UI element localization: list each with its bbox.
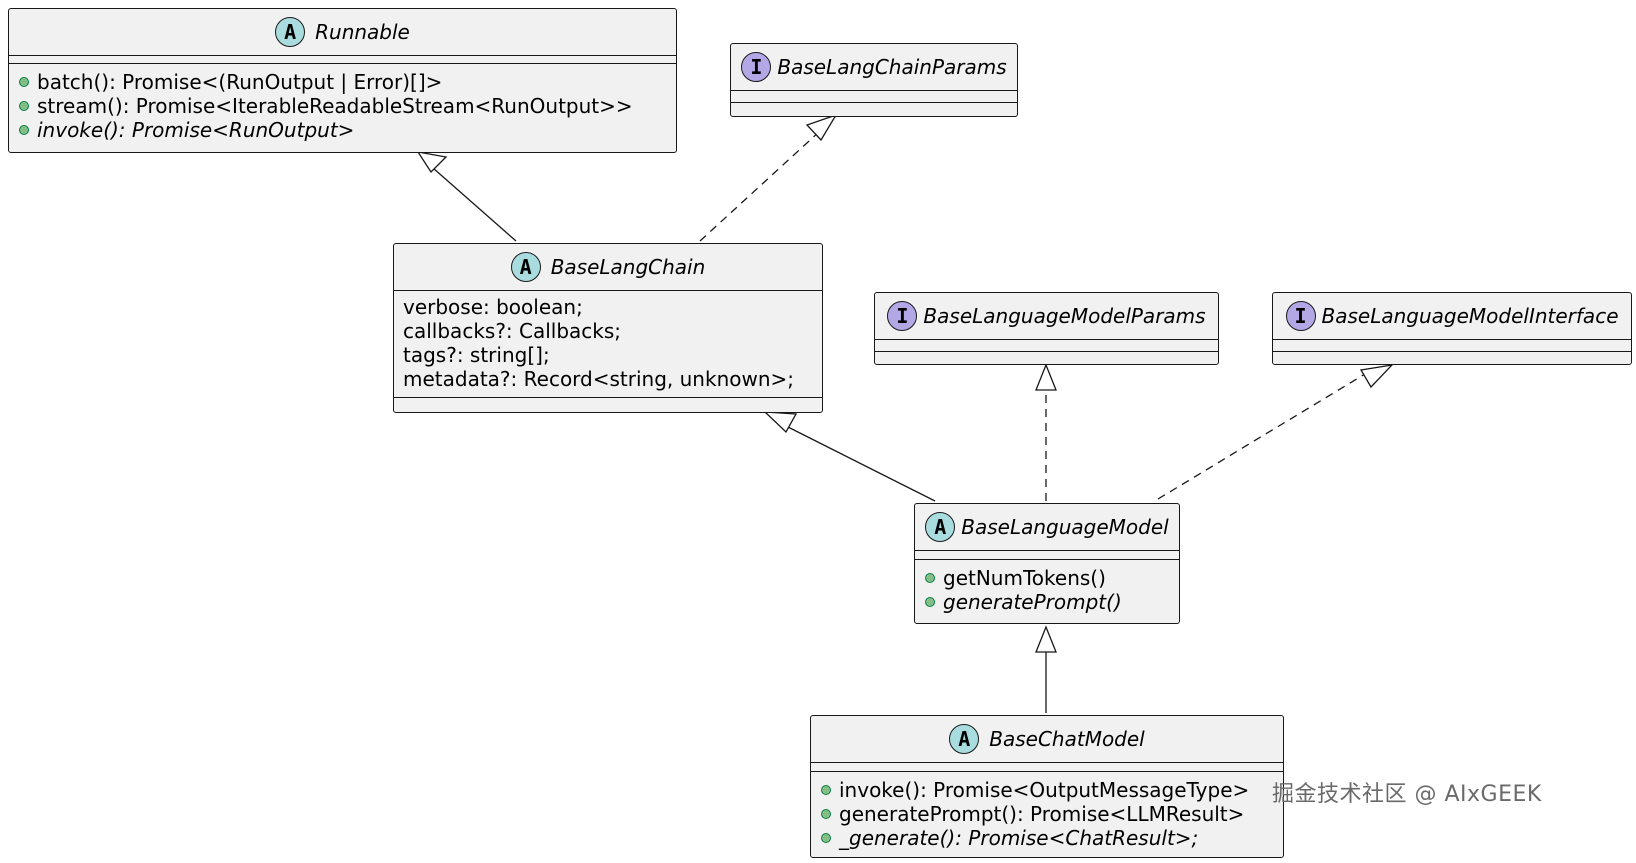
method-row: invoke(): Promise<OutputMessageType> <box>811 778 1283 802</box>
field-row: tags?: string[]; <box>403 343 550 367</box>
field-row: callbacks?: Callbacks; <box>403 319 622 343</box>
method-row: _generate(): Promise<ChatResult>; <box>811 826 1283 850</box>
abstract-class-icon: A <box>949 724 980 754</box>
interface-icon: I <box>741 52 772 82</box>
methods-section <box>875 352 1218 364</box>
edge-baselangchain-implements-params <box>699 130 821 242</box>
methods-section: getNumTokens() generatePrompt() <box>915 560 1179 614</box>
class-name: BaseLanguageModelParams <box>923 304 1206 328</box>
method-row: batch(): Promise<(RunOutput | Error)[]> <box>9 70 676 94</box>
edge-baselanguagemodel-extends-baselangchain <box>785 425 936 502</box>
class-header: A BaseLangChain <box>394 244 822 291</box>
class-baselanguagemodel: A BaseLanguageModel getNumTokens() gener… <box>914 503 1180 624</box>
class-header: A BaseLanguageModel <box>915 504 1179 551</box>
class-name: BaseLanguageModelInterface <box>1321 304 1619 328</box>
abstract-class-icon: A <box>275 17 306 47</box>
public-visibility-icon <box>19 125 29 135</box>
method-row: stream(): Promise<IterableReadableStream… <box>9 94 676 118</box>
class-name: Runnable <box>315 20 410 44</box>
methods-section: invoke(): Promise<OutputMessageType> gen… <box>811 772 1283 850</box>
interface-icon: I <box>887 301 918 331</box>
public-visibility-icon <box>821 809 831 819</box>
abstract-class-icon: A <box>510 252 541 282</box>
public-visibility-icon <box>925 597 935 607</box>
edge-baselanguagemodel-implements-interface <box>1157 373 1366 500</box>
interface-baselanguagemodelinterface: I BaseLanguageModelInterface <box>1272 292 1632 365</box>
class-header: A Runnable <box>9 9 676 56</box>
class-name: BaseLangChainParams <box>777 55 1007 79</box>
class-header: I BaseLangChainParams <box>731 44 1017 91</box>
field-row: metadata?: Record<string, unknown>; <box>403 367 795 391</box>
arrowhead-basechatmodel <box>1035 625 1057 653</box>
methods-section <box>731 103 1017 115</box>
arrowhead-baselangchainparams <box>805 113 838 142</box>
methods-section <box>1273 352 1631 364</box>
method-row: generatePrompt() <box>915 590 1179 614</box>
class-runnable: A Runnable batch(): Promise<(RunOutput |… <box>8 8 677 153</box>
public-visibility-icon <box>925 573 935 583</box>
fields-section <box>915 551 1179 560</box>
class-name: BaseLangChain <box>550 255 706 279</box>
methods-section: batch(): Promise<(RunOutput | Error)[]> … <box>9 64 676 142</box>
interface-baselanguagemodelparams: I BaseLanguageModelParams <box>874 292 1219 365</box>
class-baselangchain: A BaseLangChain verbose: boolean; callba… <box>393 243 823 413</box>
fields-section: verbose: boolean; callbacks?: Callbacks;… <box>394 291 822 398</box>
arrowhead-baselanguagemodelparams <box>1035 363 1057 391</box>
class-header: I BaseLanguageModelParams <box>875 293 1218 340</box>
method-row: getNumTokens() <box>915 566 1179 590</box>
fields-section <box>875 340 1218 352</box>
fields-section <box>731 91 1017 103</box>
edge-baselangchain-extends-runnable <box>432 167 517 242</box>
interface-icon: I <box>1285 301 1316 331</box>
class-basechatmodel: A BaseChatModel invoke(): Promise<Output… <box>810 715 1284 858</box>
method-row: invoke(): Promise<RunOutput> <box>9 118 676 142</box>
fields-section <box>9 56 676 64</box>
public-visibility-icon <box>19 101 29 111</box>
public-visibility-icon <box>821 833 831 843</box>
field-row: verbose: boolean; <box>403 295 583 319</box>
watermark: 掘金技术社区 @ AIxGEEK <box>1272 782 1542 807</box>
abstract-class-icon: A <box>925 512 956 542</box>
method-row: generatePrompt(): Promise<LLMResult> <box>811 802 1283 826</box>
arrowhead-baselangchain <box>763 411 798 434</box>
arrowhead-runnable <box>416 151 448 174</box>
class-header: A BaseChatModel <box>811 716 1283 763</box>
interface-baselangchainparams: I BaseLangChainParams <box>730 43 1018 117</box>
class-name: BaseLanguageModel <box>961 515 1169 539</box>
fields-section <box>1273 340 1631 352</box>
class-header: I BaseLanguageModelInterface <box>1273 293 1631 340</box>
public-visibility-icon <box>821 785 831 795</box>
fields-section <box>811 763 1283 772</box>
methods-section <box>394 398 822 408</box>
arrowhead-baselanguagemodelinterface <box>1359 364 1394 389</box>
public-visibility-icon <box>19 77 29 87</box>
class-name: BaseChatModel <box>989 727 1145 751</box>
